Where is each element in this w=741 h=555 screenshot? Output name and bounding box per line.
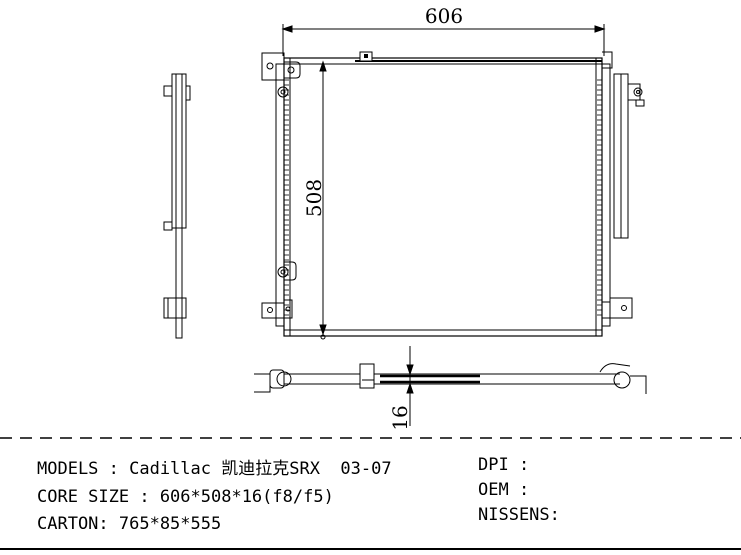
technical-drawing: 606 508 16 bbox=[163, 4, 647, 430]
oem-text: OEM : bbox=[478, 480, 530, 500]
thickness-dimension-label: 16 bbox=[388, 405, 412, 430]
nissens-text: NISSENS: bbox=[478, 505, 560, 525]
bottom-border bbox=[0, 548, 741, 550]
carton-text: CARTON: 765*85*555 bbox=[37, 514, 222, 534]
left-header-ticks bbox=[284, 79, 289, 316]
right-header-ticks bbox=[597, 79, 602, 316]
bottom-top-view bbox=[254, 363, 647, 394]
left-side-view bbox=[163, 73, 191, 339]
condenser-front-view bbox=[261, 51, 633, 337]
width-dimension-label: 606 bbox=[425, 4, 463, 28]
height-dimension bbox=[319, 60, 327, 340]
receiver-drier-view bbox=[613, 73, 645, 239]
thickness-dimension bbox=[406, 346, 414, 426]
dashed-separator bbox=[0, 437, 741, 439]
core-size-text: CORE SIZE : 606*508*16(f8/f5) bbox=[37, 487, 334, 507]
height-dimension-label: 508 bbox=[302, 179, 326, 217]
dpi-text: DPI : bbox=[478, 455, 530, 475]
models-text: MODELS : Cadillac 凯迪拉克SRX 03-07 bbox=[37, 459, 392, 479]
width-dimension bbox=[281, 24, 606, 56]
